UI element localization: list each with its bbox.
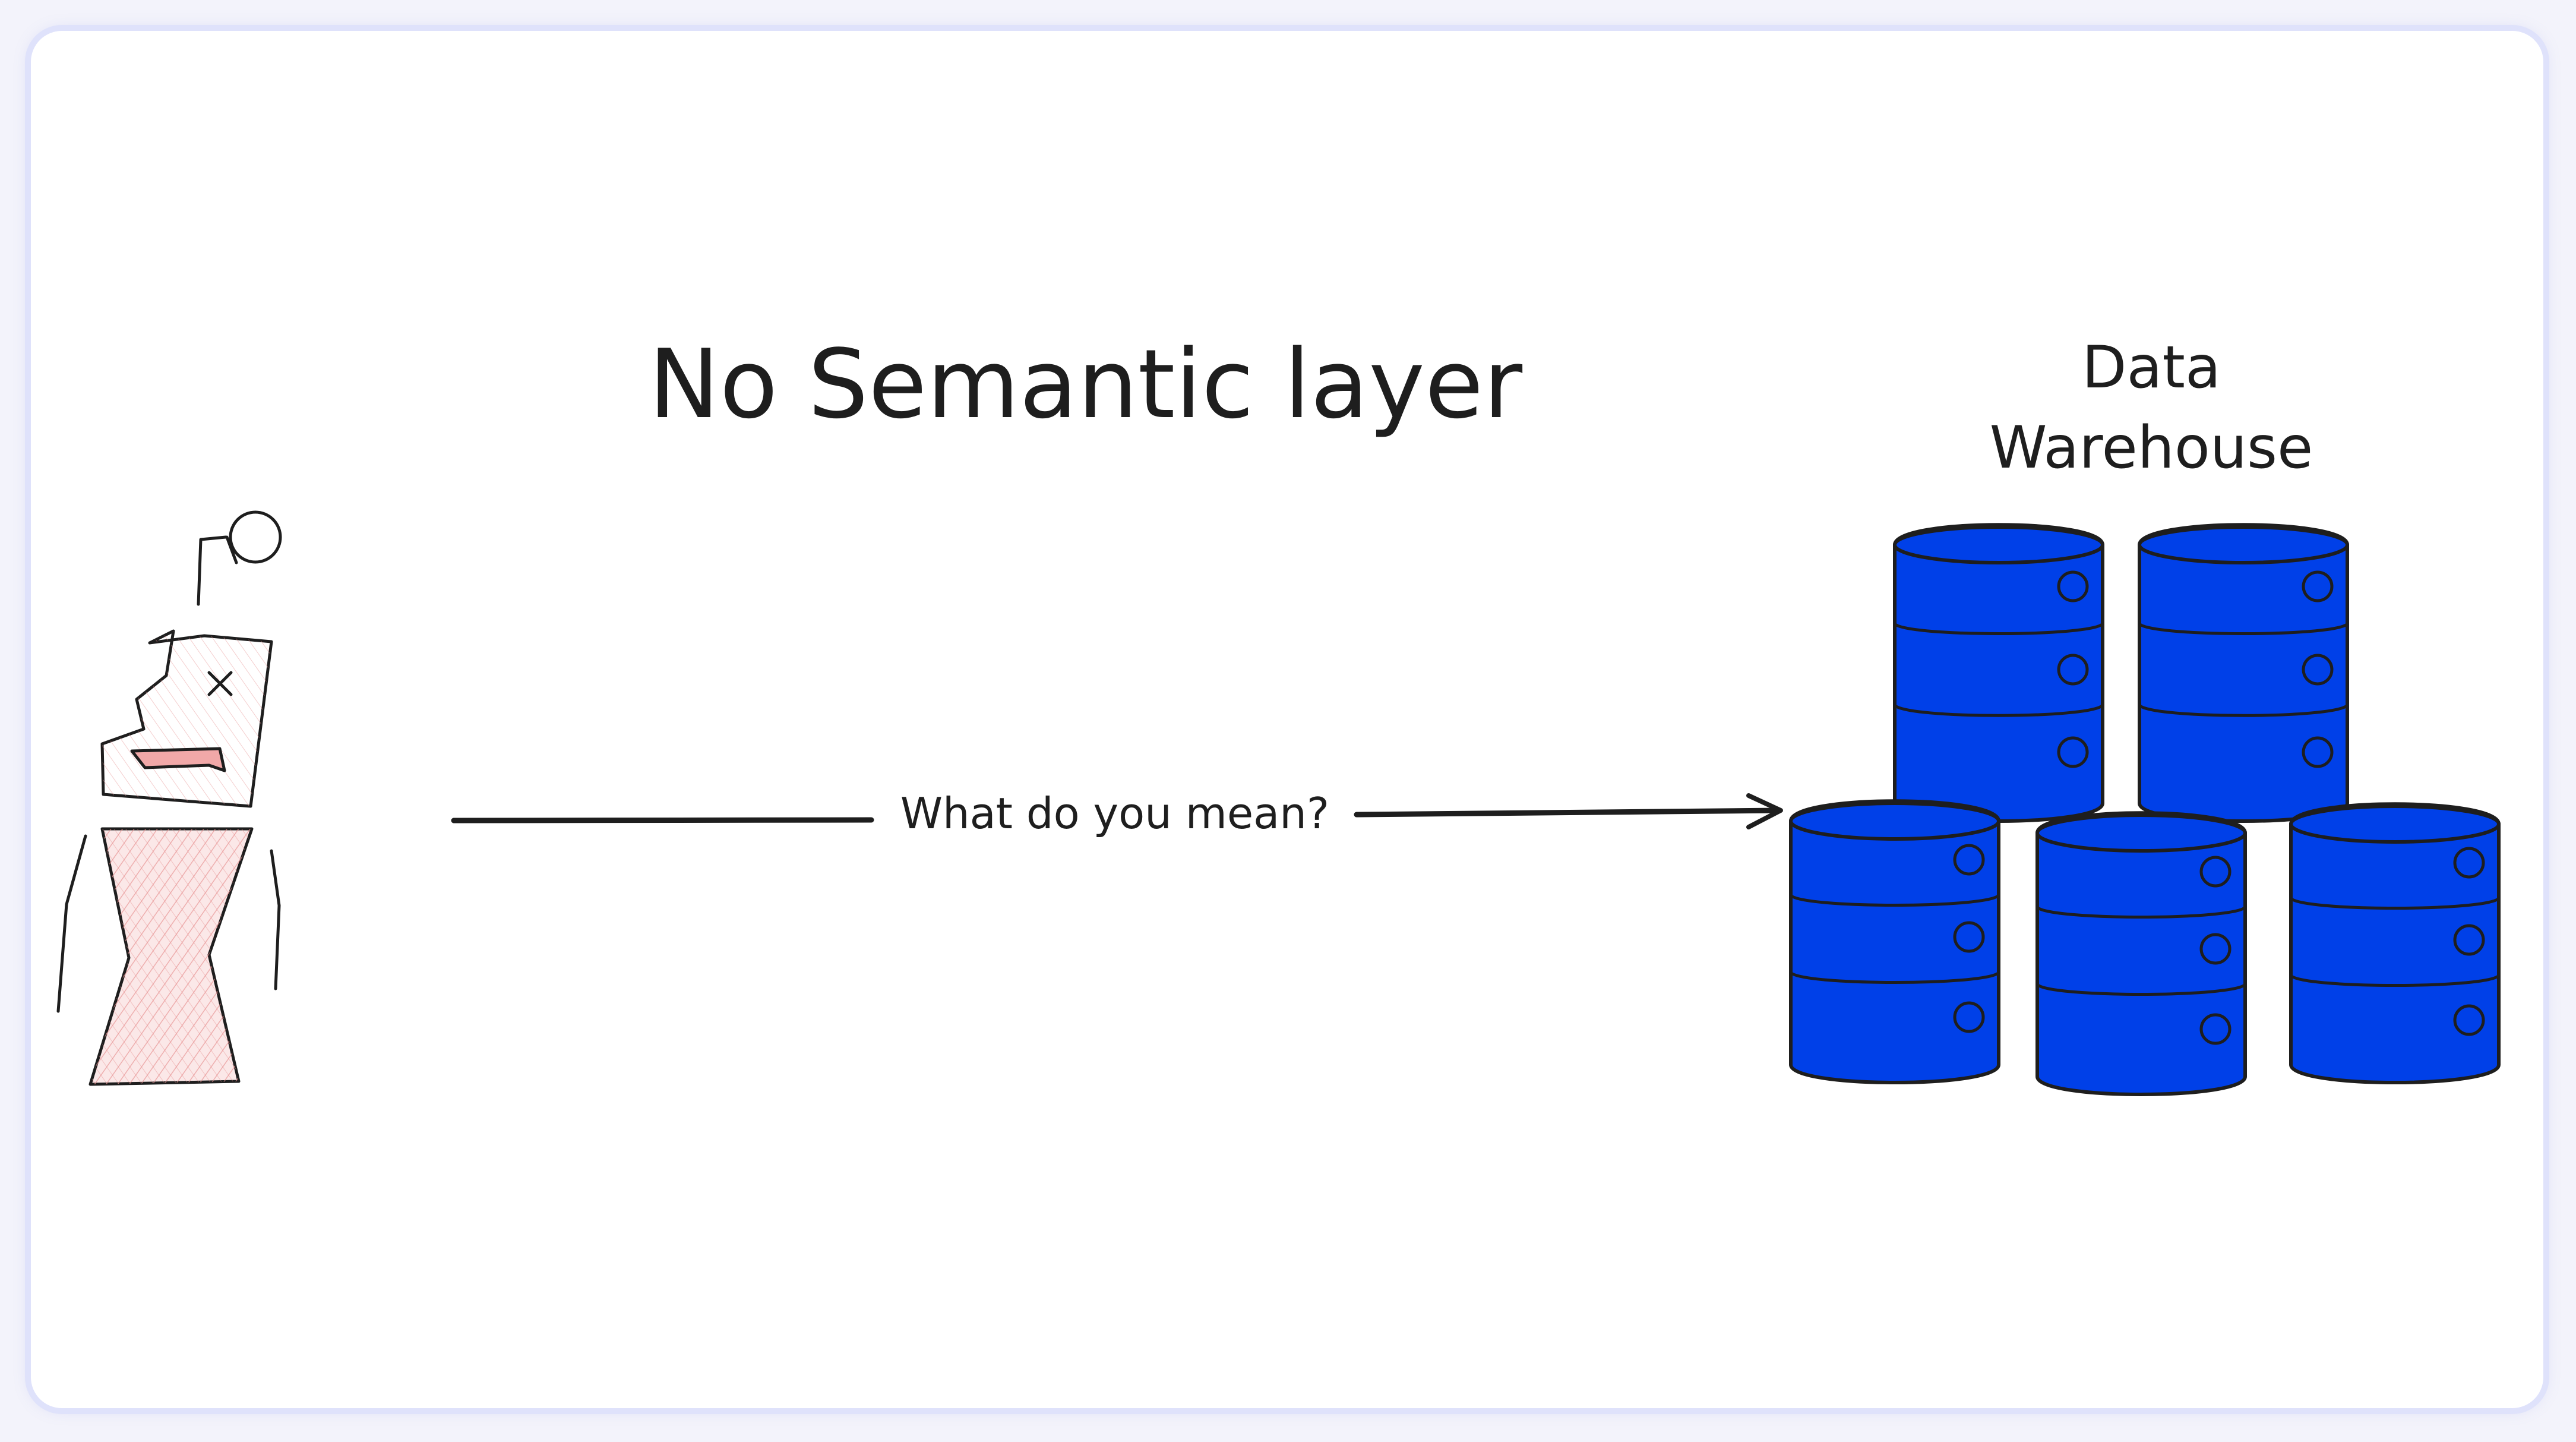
warehouse-label-line2: Warehouse	[1990, 414, 2313, 482]
diagram-title: No Semantic layer	[649, 329, 1522, 440]
diagram-card: No Semantic layer Data Warehouse	[31, 31, 2543, 1408]
database-icon	[1893, 523, 2104, 823]
arrow-right-icon	[451, 793, 1783, 829]
database-icon	[2138, 523, 2349, 823]
database-icon	[2035, 811, 2247, 1096]
warehouse-label-line1: Data	[2082, 334, 2221, 402]
confused-person-icon	[56, 510, 282, 1086]
arrow-label: What do you mean?	[900, 788, 1329, 838]
database-icon	[1789, 799, 2000, 1084]
diagram-canvas: No Semantic layer Data Warehouse	[56, 329, 2501, 1096]
database-group	[1789, 523, 2501, 1096]
database-icon	[2289, 802, 2501, 1084]
